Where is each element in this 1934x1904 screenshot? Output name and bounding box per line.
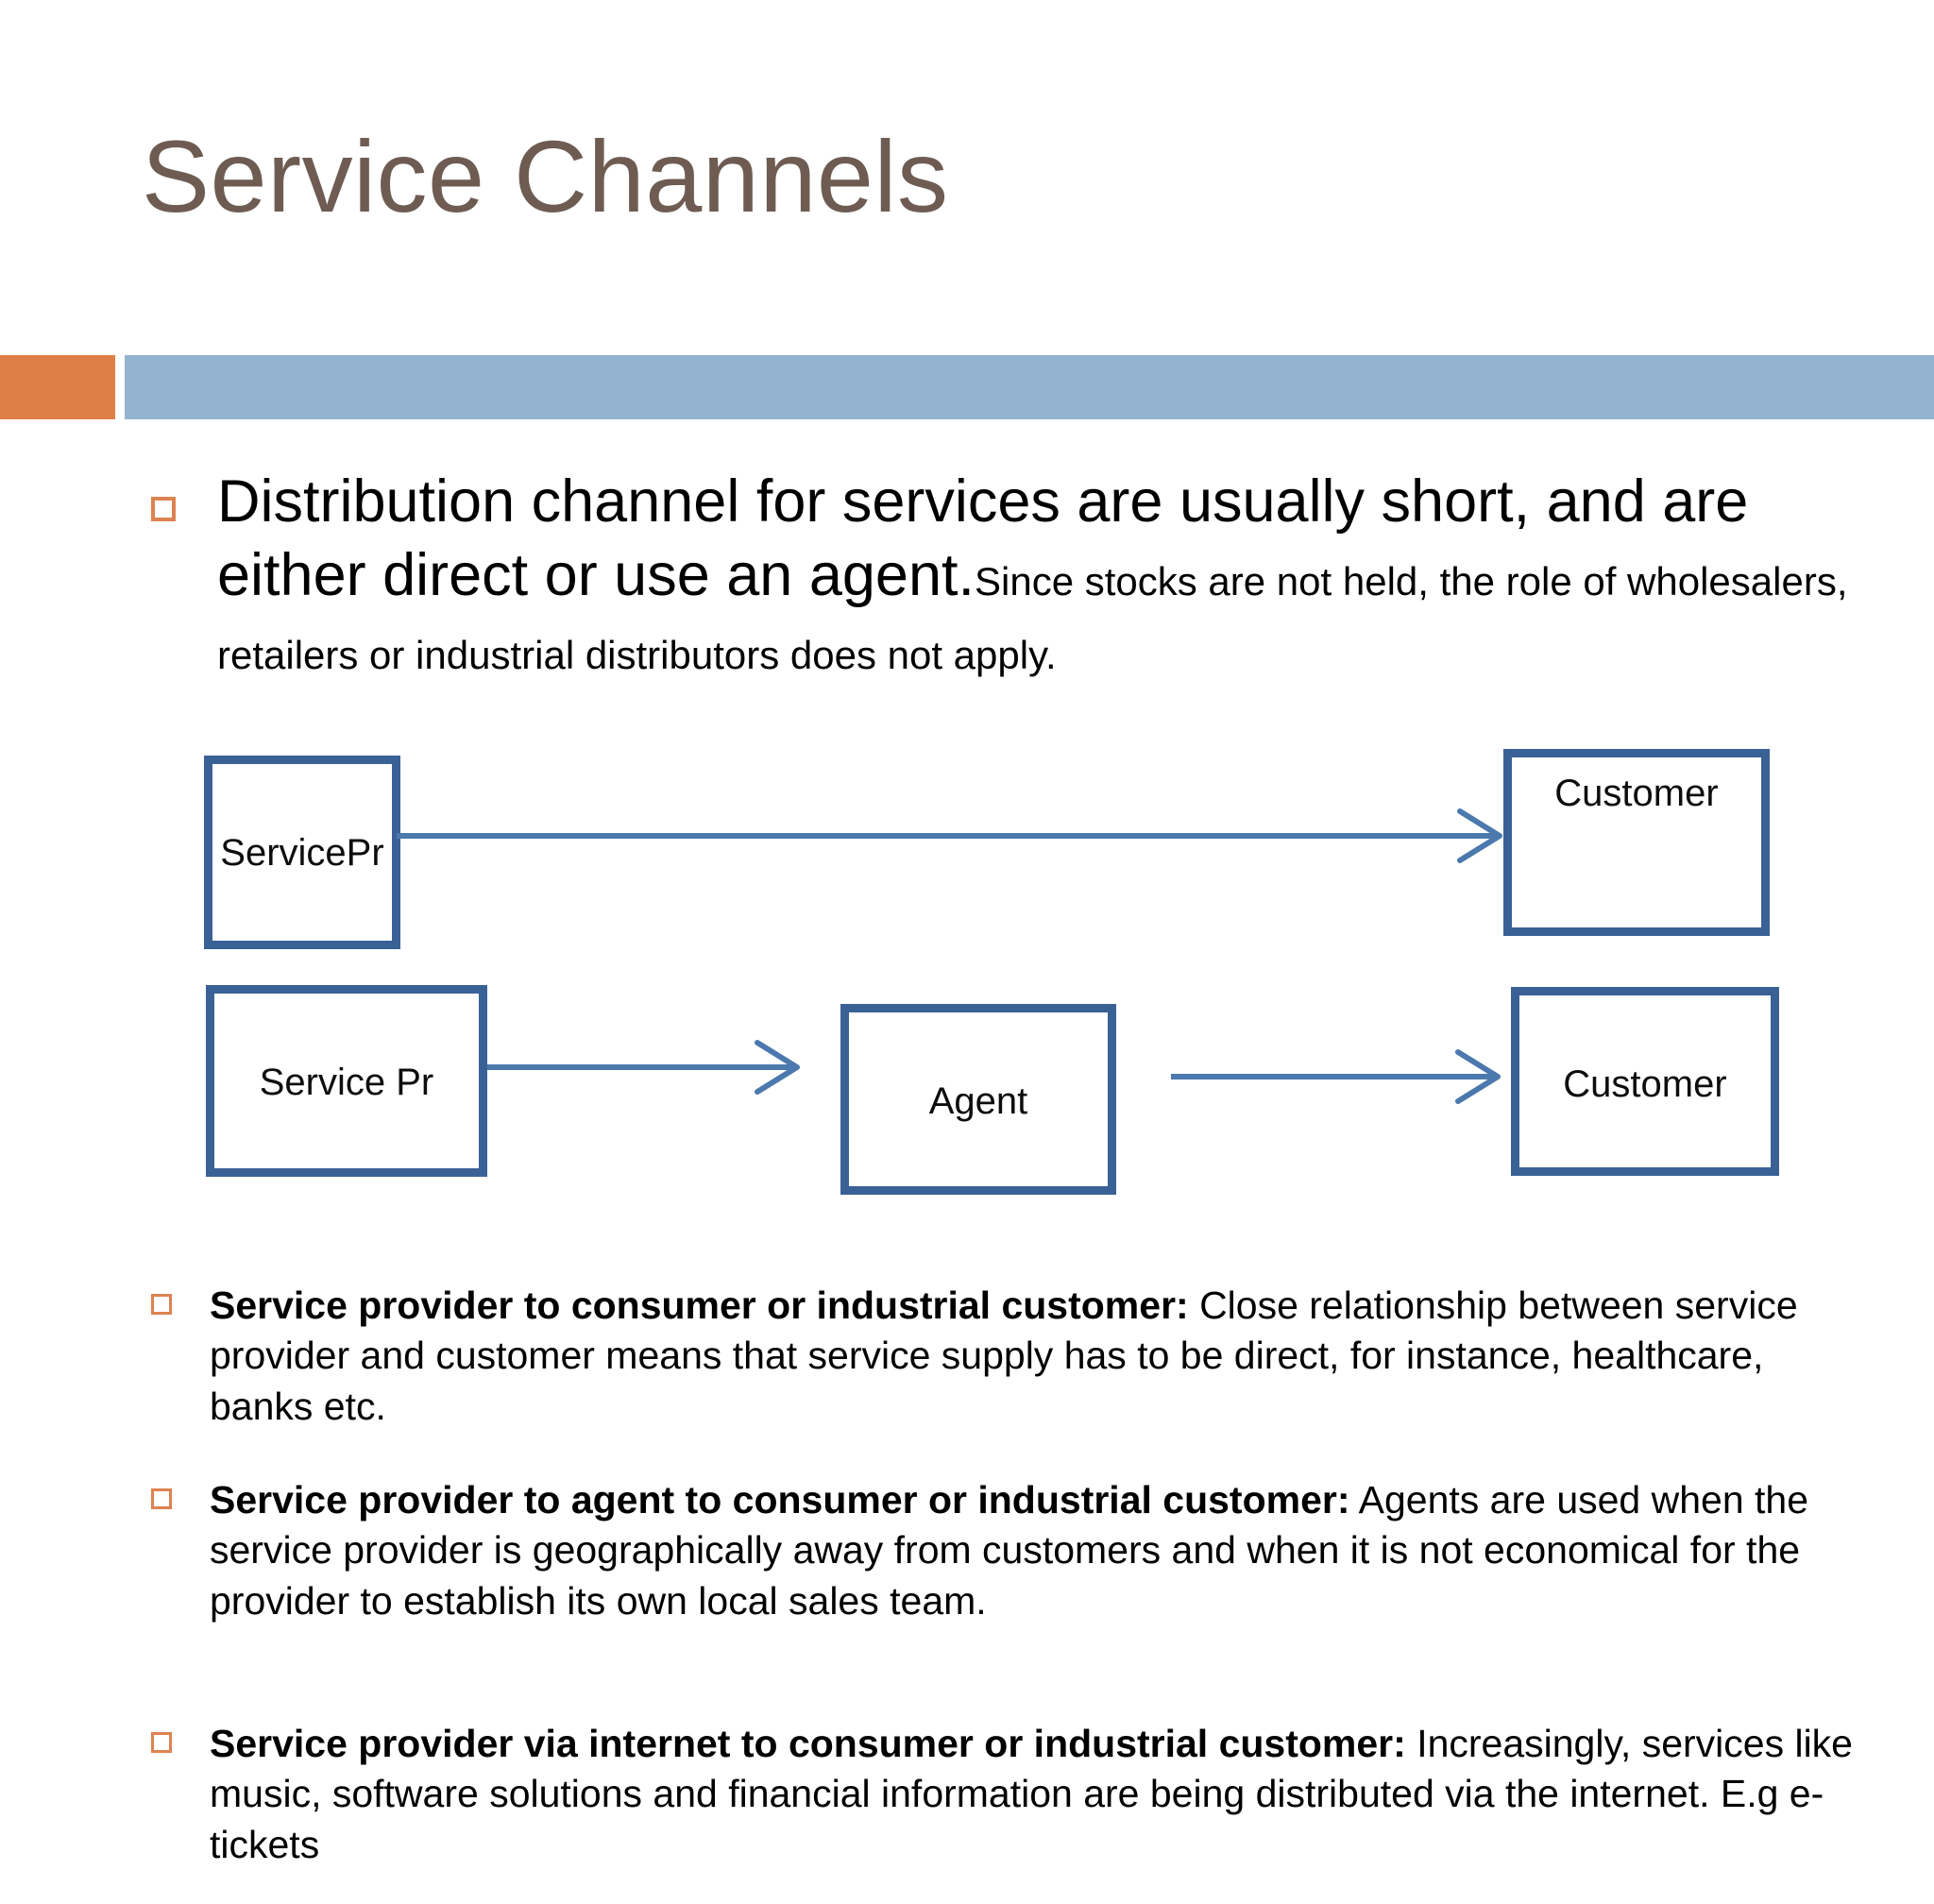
title-accent-block [0,355,115,419]
bullet-body: Increasingly, services like music, softw… [210,1722,1853,1866]
list-item: Service provider to consumer or industri… [151,1281,1860,1432]
lead-paragraph: Distribution channel for services are us… [217,465,1851,686]
lead-emphasis-text: Distribution channel for services are us… [217,468,1749,609]
node-label: Customer [1563,1063,1727,1105]
square-bullet-icon [151,1488,172,1509]
node-label: Agent [928,1080,1028,1122]
page-title: Service Channels [142,119,949,233]
bullet-body: Close relationship between service provi… [210,1284,1798,1428]
bullet-heading: Service provider to agent to consumer or… [210,1478,1350,1522]
diagram-node-customer-via-agent[interactable]: Customer [1511,987,1779,1176]
node-label: Customer [1554,773,1719,814]
diagram-node-agent[interactable]: Agent [840,1004,1116,1195]
square-bullet-icon [151,497,176,521]
diagram-node-customer-direct[interactable]: Customer [1503,749,1770,936]
node-label: ServicePr [220,832,384,874]
bullet-paragraph: Service provider via internet to consume… [210,1719,1860,1870]
bullet-paragraph: Service provider to consumer or industri… [210,1281,1860,1432]
square-bullet-icon [151,1732,172,1753]
lead-detail-text: Since stocks are not held, the role of w… [217,559,1848,678]
node-label: Service Pr [259,1062,434,1103]
list-item: Distribution channel for services are us… [151,465,1851,686]
list-item: Service provider to agent to consumer or… [151,1475,1860,1626]
list-item: Service provider via internet to consume… [151,1719,1860,1870]
diagram-node-service-provider-direct[interactable]: ServicePr [204,756,400,949]
square-bullet-icon [151,1294,172,1315]
title-divider-bar [125,355,1934,419]
bullet-body: Agents are used when the service provide… [210,1478,1809,1623]
bullet-paragraph: Service provider to agent to consumer or… [210,1475,1860,1626]
diagram-node-service-provider-agent[interactable]: Service Pr [206,985,487,1177]
bullet-heading: Service provider via internet to consume… [210,1722,1406,1765]
bullet-heading: Service provider to consumer or industri… [210,1284,1189,1327]
